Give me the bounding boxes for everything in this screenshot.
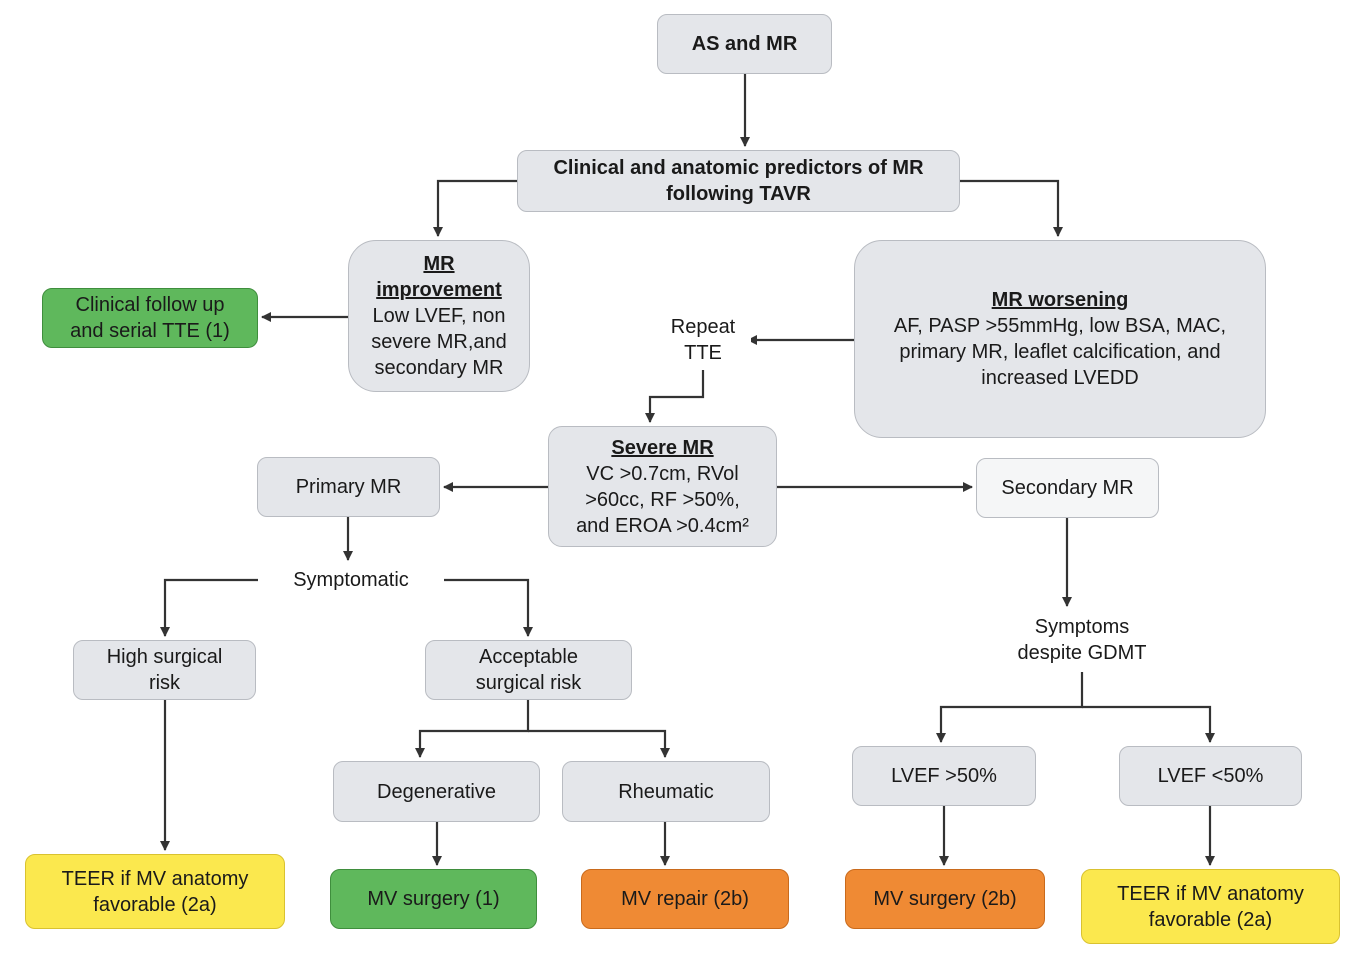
arrow-predictors-to-worsening (960, 179, 1063, 237)
node-mv-surgery-2b: MV surgery (2b) (845, 869, 1045, 929)
label-repeat-tte: Repeat TTE (655, 314, 751, 366)
node-predictors: Clinical and anatomic predictors of MR f… (517, 150, 960, 212)
arrow-symptoms-to-lvef-lt50 (1082, 705, 1215, 743)
repeat-tte-line-2: TTE (684, 342, 722, 364)
teer-left-line-1: TEER if MV anatomy (61, 867, 249, 890)
teer-right-line-1: TEER if MV anatomy (1117, 882, 1304, 905)
node-teer-right: TEER if MV anatomy favorable (2a) (1081, 869, 1340, 944)
node-rheumatic: Rheumatic (562, 761, 770, 822)
degenerative-label: Degenerative (377, 780, 496, 803)
lvef-lt-50-label: LVEF <50% (1157, 765, 1264, 787)
arrow-repeat-tte-to-severe (645, 370, 705, 423)
mr-improvement-body-1: Low LVEF, non (372, 305, 506, 327)
node-lvef-lt-50: LVEF <50% (1119, 746, 1302, 806)
mv-surgery-2b-label: MV surgery (2b) (873, 888, 1017, 910)
node-primary-mr: Primary MR (257, 457, 440, 517)
mr-improvement-heading-1: MR (423, 253, 455, 275)
severe-mr-body-3: and EROA >0.4cm² (576, 514, 749, 537)
node-lvef-gt-50: LVEF >50% (852, 746, 1036, 806)
clinical-followup-line-1: Clinical follow up (75, 294, 225, 316)
mr-worsening-body-1: AF, PASP >55mmHg, low BSA, MAC, (893, 315, 1227, 337)
mv-surgery-1-label: MV surgery (1) (367, 888, 500, 910)
acceptable-risk-line-1: Acceptable (479, 646, 578, 668)
node-high-surgical-risk: High surgical risk (73, 640, 256, 700)
mr-improvement-body-2: severe MR,and (371, 331, 507, 353)
arrow-predictors-to-improvement (433, 179, 517, 237)
node-predictors-line-2: following TAVR (666, 183, 811, 205)
teer-left-line-2: favorable (2a) (93, 893, 217, 916)
label-symptoms-despite-gdmt: Symptoms despite GDMT (1000, 614, 1164, 666)
severe-mr-body-2: >60cc, RF >50%, (585, 488, 740, 511)
severe-mr-heading: Severe MR (611, 436, 714, 459)
mr-improvement-body-3: secondary MR (374, 357, 504, 379)
arrow-acceptable-to-rheumatic (528, 729, 670, 758)
mr-worsening-heading: MR worsening (991, 289, 1129, 311)
node-secondary-mr: Secondary MR (976, 458, 1159, 518)
symptoms-gdmt-line-2: despite GDMT (1017, 642, 1147, 664)
clinical-followup-line-2: and serial TTE (1) (70, 320, 230, 342)
mr-worsening-body-3: increased LVEDD (981, 367, 1139, 389)
node-mv-repair-2b: MV repair (2b) (581, 869, 789, 929)
arrow-acceptable-to-degenerative (415, 700, 530, 758)
node-clinical-followup: Clinical follow up and serial TTE (1) (42, 288, 258, 348)
repeat-tte-line-1: Repeat (670, 316, 736, 338)
node-mv-surgery-1: MV surgery (1) (330, 869, 537, 929)
high-risk-line-2: risk (148, 672, 181, 694)
primary-mr-label: Primary MR (295, 476, 402, 498)
teer-right-line-2: favorable (2a) (1148, 908, 1273, 931)
high-risk-line-1: High surgical (106, 646, 223, 668)
mr-improvement-heading-2: improvement (376, 279, 502, 301)
acceptable-risk-line-2: surgical risk (475, 672, 582, 694)
symptomatic-text: Symptomatic (293, 569, 409, 591)
mr-worsening-body-2: primary MR, leaflet calcification, and (899, 341, 1221, 363)
node-degenerative: Degenerative (333, 761, 540, 822)
node-predictors-line-1: Clinical and anatomic predictors of MR (553, 157, 924, 179)
node-acceptable-surgical-risk: Acceptable surgical risk (425, 640, 632, 700)
node-as-and-mr: AS and MR (657, 14, 832, 74)
node-as-and-mr-label: AS and MR (691, 33, 798, 55)
rheumatic-label: Rheumatic (618, 780, 714, 803)
severe-mr-body-1: VC >0.7cm, RVol (586, 462, 739, 485)
arrow-symptoms-to-lvef-gt50 (936, 672, 1084, 743)
symptoms-gdmt-line-1: Symptoms (1034, 616, 1130, 638)
secondary-mr-label: Secondary MR (1001, 477, 1134, 499)
label-symptomatic: Symptomatic (262, 567, 440, 593)
arrow-symptomatic-to-acceptable (444, 578, 533, 637)
node-severe-mr: Severe MR VC >0.7cm, RVol >60cc, RF >50%… (548, 426, 777, 547)
arrow-symptomatic-to-high-risk (160, 578, 258, 637)
node-teer-left: TEER if MV anatomy favorable (2a) (25, 854, 285, 929)
node-mr-improvement: MR improvement Low LVEF, non severe MR,a… (348, 240, 530, 392)
node-mr-worsening: MR worsening AF, PASP >55mmHg, low BSA, … (854, 240, 1266, 438)
lvef-gt-50-label: LVEF >50% (891, 765, 997, 787)
mv-repair-2b-label: MV repair (2b) (621, 888, 749, 910)
